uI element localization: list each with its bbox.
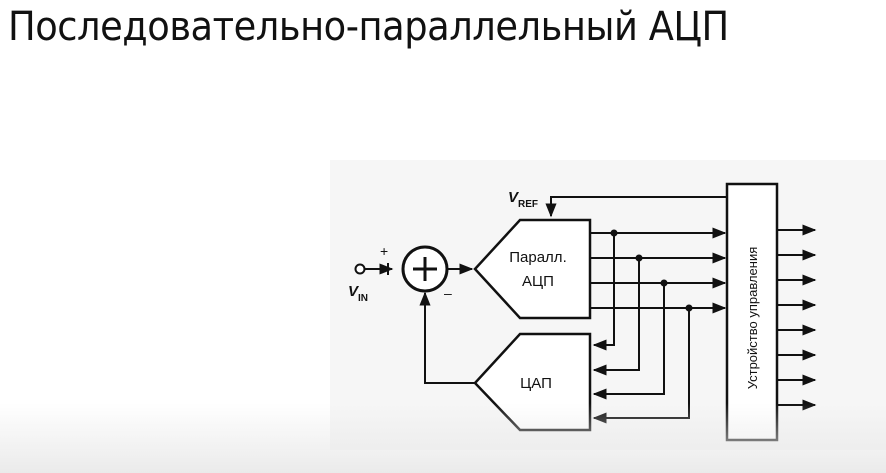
input-terminal xyxy=(354,263,366,275)
flash-adc-label-line2: АЦП xyxy=(522,273,554,290)
vin-label: VIN xyxy=(348,283,368,304)
slide-title: Последовательно-параллельный АЦП xyxy=(8,4,729,50)
plus-sign: + xyxy=(380,243,388,259)
vref-label: VREF xyxy=(508,189,538,210)
flash-adc-label-line1: Паралл. xyxy=(509,249,566,266)
minus-sign: – xyxy=(444,285,452,301)
junction-dot xyxy=(635,254,643,262)
junction-dot xyxy=(685,304,693,312)
junction-dot xyxy=(660,279,668,287)
flash-adc-block xyxy=(473,218,592,320)
dac-label: ЦАП xyxy=(520,375,552,392)
control-unit-label: Устройство управления xyxy=(745,247,760,390)
control-unit-block xyxy=(725,182,779,442)
junction-dot xyxy=(610,229,618,237)
